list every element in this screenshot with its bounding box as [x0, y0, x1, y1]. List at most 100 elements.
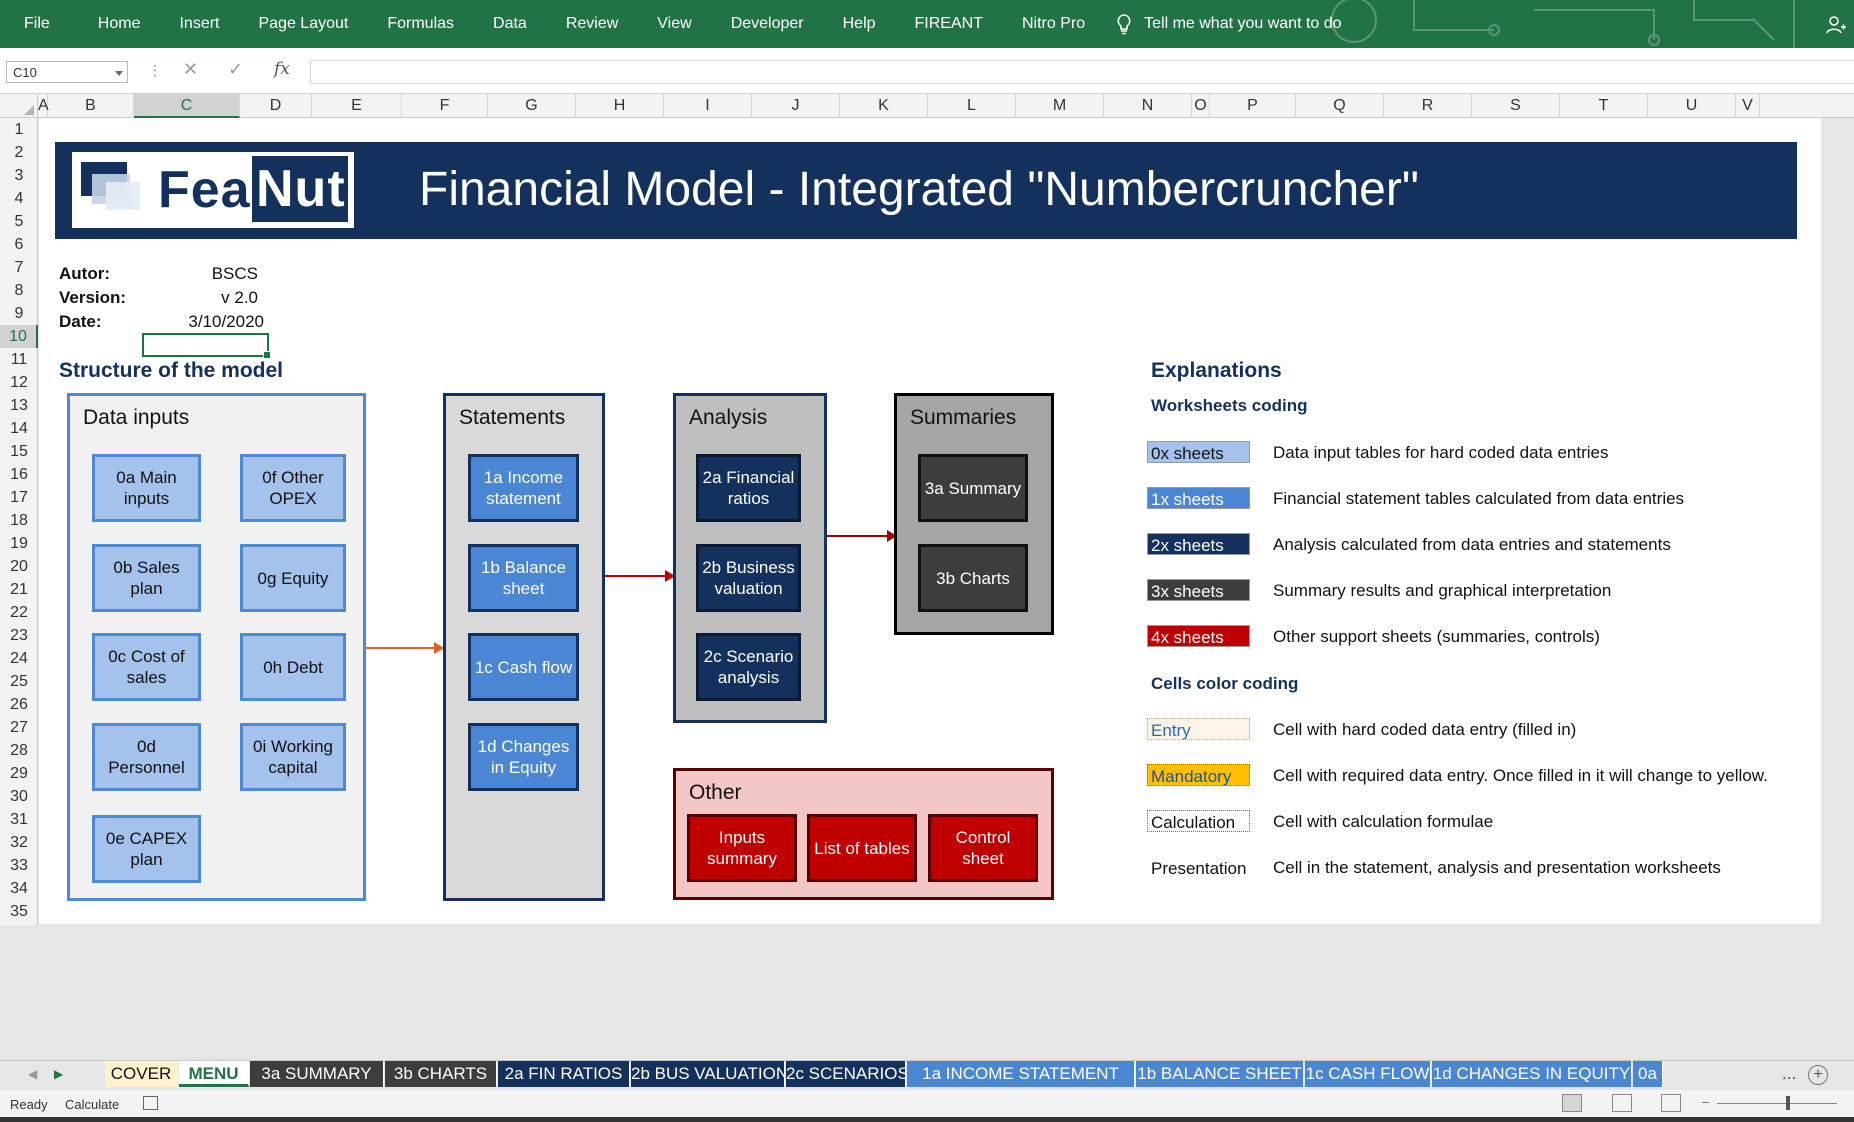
- column-header-q[interactable]: Q: [1296, 94, 1384, 118]
- sheet-tab-2c-scenarios[interactable]: 2c SCENARIOS: [786, 1061, 906, 1087]
- link-2a-financial-ratios[interactable]: 2a Financial ratios: [696, 454, 801, 522]
- tab-nitro-pro[interactable]: Nitro Pro: [1021, 15, 1086, 32]
- link-0i-working-capital[interactable]: 0i Working capital: [240, 723, 346, 791]
- column-header-p[interactable]: P: [1210, 94, 1296, 118]
- row-header-14[interactable]: 14: [10, 420, 28, 437]
- formula-input[interactable]: [310, 60, 1854, 84]
- row-header-26[interactable]: 26: [10, 696, 28, 713]
- row-header-17[interactable]: 17: [10, 489, 28, 506]
- column-header-a[interactable]: A: [38, 94, 49, 118]
- row-header-25[interactable]: 25: [10, 673, 28, 690]
- column-header-o[interactable]: O: [1192, 94, 1210, 118]
- drag-handle-icon[interactable]: ⋮: [148, 62, 162, 78]
- scroll-right-icon[interactable]: ▶: [54, 1067, 64, 1081]
- zoom-slider-thumb[interactable]: [1786, 1096, 1790, 1110]
- tab-page-layout[interactable]: Page Layout: [258, 15, 349, 32]
- enter-icon[interactable]: ✓: [228, 59, 244, 79]
- tell-me-search[interactable]: Tell me what you want to do: [1116, 13, 1342, 35]
- row-header-20[interactable]: 20: [10, 558, 28, 575]
- column-header-l[interactable]: L: [928, 94, 1016, 118]
- row-header-7[interactable]: 7: [14, 259, 24, 276]
- row-header-15[interactable]: 15: [10, 443, 28, 460]
- row-header-18[interactable]: 18: [10, 512, 28, 529]
- link-1b-balance-sheet[interactable]: 1b Balance sheet: [468, 544, 579, 612]
- more-sheets-button[interactable]: ...: [1782, 1064, 1797, 1083]
- select-all-corner[interactable]: [0, 94, 38, 118]
- sheet-tab-1c-cash-flow[interactable]: 1c CASH FLOW: [1305, 1061, 1431, 1087]
- row-header-8[interactable]: 8: [14, 282, 24, 299]
- sheet-tab-2b-bus-valuation[interactable]: 2b BUS VALUATION: [631, 1061, 785, 1087]
- cancel-icon[interactable]: ✕: [183, 59, 199, 79]
- tab-insert[interactable]: Insert: [179, 15, 220, 32]
- column-header-h[interactable]: H: [576, 94, 664, 118]
- column-header-f[interactable]: F: [402, 94, 488, 118]
- column-header-t[interactable]: T: [1560, 94, 1648, 118]
- insert-function-icon[interactable]: fx: [274, 59, 290, 79]
- row-header-2[interactable]: 2: [14, 144, 24, 161]
- sheet-tab-1a-income-statement[interactable]: 1a INCOME STATEMENT: [907, 1061, 1135, 1087]
- user-icon[interactable]: [1826, 14, 1846, 34]
- zoom-out-icon[interactable]: –: [1702, 1094, 1710, 1109]
- link-list-of-tables[interactable]: List of tables: [807, 814, 917, 882]
- tab-fireant[interactable]: FIREANT: [914, 15, 983, 32]
- link-0a-main-inputs[interactable]: 0a Main inputs: [92, 454, 201, 522]
- status-calculate[interactable]: Calculate: [65, 1097, 120, 1112]
- row-header-9[interactable]: 9: [14, 305, 24, 322]
- link-2c-scenario-analysis[interactable]: 2c Scenario analysis: [696, 633, 801, 701]
- row-header-32[interactable]: 32: [10, 834, 28, 851]
- row-header-30[interactable]: 30: [10, 788, 28, 805]
- row-header-11[interactable]: 11: [10, 351, 28, 368]
- column-header-c[interactable]: C: [134, 94, 240, 118]
- column-header-r[interactable]: R: [1384, 94, 1472, 118]
- row-header-28[interactable]: 28: [10, 742, 28, 759]
- version-value[interactable]: v 2.0: [221, 288, 258, 307]
- new-sheet-icon[interactable]: +: [1808, 1065, 1828, 1085]
- autor-value[interactable]: BSCS: [211, 264, 258, 283]
- row-header-31[interactable]: 31: [10, 811, 28, 828]
- link-0f-other-opex[interactable]: 0f Other OPEX: [240, 454, 346, 522]
- link-1a-income-statement[interactable]: 1a Income statement: [468, 454, 579, 522]
- selected-cell-c10[interactable]: [142, 333, 271, 359]
- normal-view-icon[interactable]: [1562, 1094, 1582, 1112]
- row-header-34[interactable]: 34: [10, 880, 28, 897]
- row-header-16[interactable]: 16: [10, 466, 28, 483]
- column-header-g[interactable]: G: [488, 94, 576, 118]
- sheet-tab-1b-balance-sheet[interactable]: 1b BALANCE SHEET: [1136, 1061, 1304, 1087]
- tab-data[interactable]: Data: [493, 15, 527, 32]
- row-header-6[interactable]: 6: [14, 236, 24, 253]
- column-header-i[interactable]: I: [664, 94, 752, 118]
- row-header-4[interactable]: 4: [14, 190, 24, 207]
- row-header-3[interactable]: 3: [14, 167, 24, 184]
- link-0b-sales-plan[interactable]: 0b Sales plan: [92, 544, 201, 612]
- link-0g-equity[interactable]: 0g Equity: [240, 544, 346, 612]
- row-header-22[interactable]: 22: [10, 604, 28, 621]
- row-header-12[interactable]: 12: [10, 374, 28, 391]
- row-header-27[interactable]: 27: [10, 719, 28, 736]
- sheet-tab-2a-fin-ratios[interactable]: 2a FIN RATIOS: [498, 1061, 630, 1087]
- sheet-tab-menu[interactable]: MENU: [179, 1061, 249, 1087]
- scroll-left-icon[interactable]: ◀: [28, 1067, 38, 1081]
- row-header-10[interactable]: 10: [0, 325, 38, 348]
- column-header-n[interactable]: N: [1104, 94, 1192, 118]
- link-0h-debt[interactable]: 0h Debt: [240, 633, 346, 701]
- macro-record-icon[interactable]: [143, 1096, 158, 1110]
- link-2b-business-valuation[interactable]: 2b Business valuation: [696, 544, 801, 612]
- tab-review[interactable]: Review: [565, 15, 619, 32]
- column-header-b[interactable]: B: [48, 94, 134, 118]
- column-header-k[interactable]: K: [840, 94, 928, 118]
- tab-formulas[interactable]: Formulas: [387, 15, 455, 32]
- row-header-13[interactable]: 13: [10, 397, 28, 414]
- link-1d-changes-in-equity[interactable]: 1d Changes in Equity: [468, 723, 579, 791]
- column-header-u[interactable]: U: [1648, 94, 1736, 118]
- sheet-tab-0a[interactable]: 0a: [1633, 1061, 1663, 1087]
- row-header-1[interactable]: 1: [14, 121, 24, 138]
- sheet-tab-3b-charts[interactable]: 3b CHARTS: [385, 1061, 497, 1087]
- row-header-24[interactable]: 24: [10, 650, 28, 667]
- column-header-e[interactable]: E: [312, 94, 402, 118]
- tab-developer[interactable]: Developer: [730, 15, 804, 32]
- row-header-21[interactable]: 21: [10, 581, 28, 598]
- page-layout-view-icon[interactable]: [1612, 1094, 1632, 1112]
- column-header-m[interactable]: M: [1016, 94, 1104, 118]
- link-0e-capex-plan[interactable]: 0e CAPEX plan: [92, 815, 201, 883]
- sheet-tab-cover[interactable]: COVER: [105, 1061, 178, 1087]
